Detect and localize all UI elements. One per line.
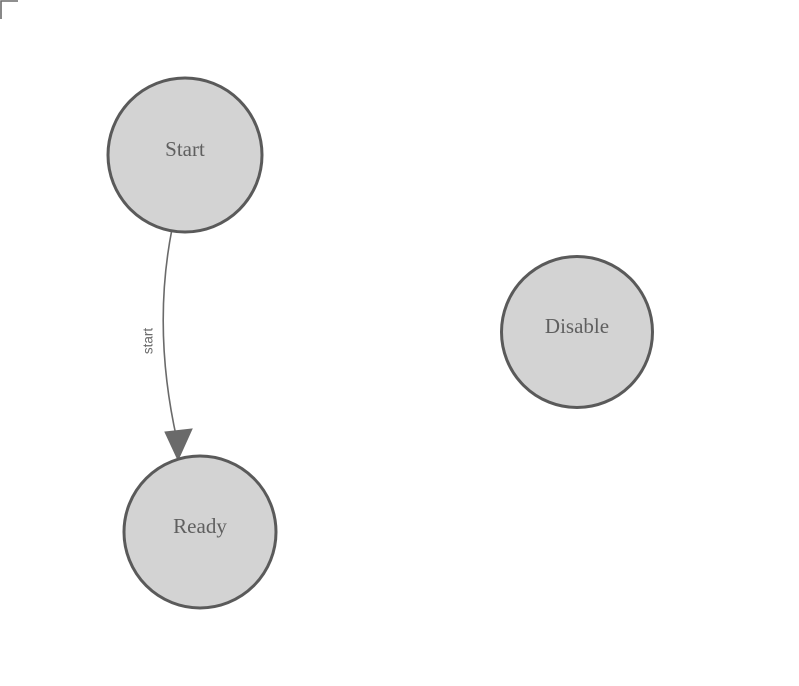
edge-label-start: start bbox=[141, 328, 156, 355]
edge-line bbox=[162, 228, 178, 441]
edge-arrowhead-icon bbox=[164, 428, 193, 462]
node-disable-shape[interactable] bbox=[500, 255, 654, 409]
node-disable-label: Disable bbox=[545, 314, 609, 338]
node-start-label: Start bbox=[165, 137, 205, 161]
node-ready-label: Ready bbox=[173, 514, 227, 538]
canvas-corner-bracket-icon bbox=[0, 0, 18, 19]
node-start-shape[interactable] bbox=[106, 76, 264, 234]
node-start[interactable]: Start bbox=[106, 76, 264, 234]
edge-start-to-ready[interactable]: start bbox=[141, 228, 193, 462]
node-ready[interactable]: Ready bbox=[122, 454, 278, 610]
node-ready-shape[interactable] bbox=[122, 454, 278, 610]
node-disable[interactable]: Disable bbox=[500, 255, 654, 409]
